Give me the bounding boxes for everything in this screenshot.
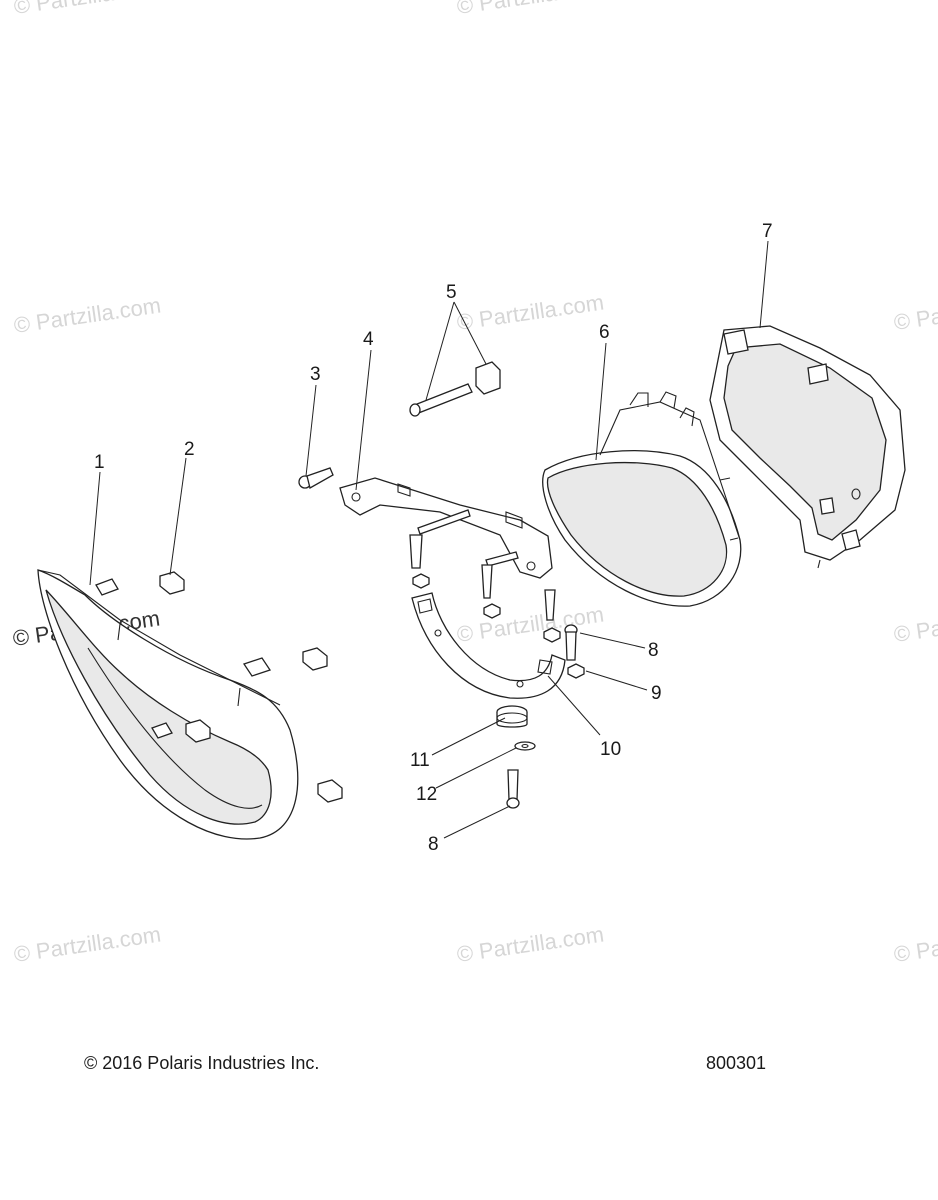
part-screw (298, 467, 334, 489)
callout-7: 7 (762, 221, 773, 242)
watermark: © Partzilla.com (455, 922, 605, 967)
part-headlight-bezel (37, 569, 299, 840)
watermark: © Partzilla.com (12, 0, 162, 19)
part-nut (567, 663, 585, 679)
callout-12: 12 (416, 784, 437, 805)
part-grommet (496, 705, 528, 728)
callout-3: 3 (310, 364, 321, 385)
watermark: © Partzilla.com (455, 0, 605, 19)
callout-9: 9 (651, 683, 662, 704)
part-headlamp-assembly (542, 391, 742, 607)
copyright-text: © 2016 Polaris Industries Inc. (84, 1053, 320, 1073)
diagram-number: 800301 (706, 1053, 767, 1073)
part-strap-bracket (411, 592, 566, 699)
callout-11: 11 (410, 750, 430, 771)
callout-labels: 1 2 3 4 5 6 7 8 9 10 11 12 8 (94, 221, 773, 855)
part-bolt-and-clip-nut (409, 361, 501, 417)
part-push-clips (159, 571, 343, 803)
part-bolt-upper (564, 624, 578, 661)
leader-lines (89, 240, 769, 839)
watermark: © Partzilla.com (455, 602, 605, 647)
callout-8-upper: 8 (648, 640, 659, 661)
callout-10: 10 (600, 739, 621, 760)
watermark: © Partzilla.com (892, 290, 938, 335)
watermark: © Partzilla.com (892, 922, 938, 967)
watermark: © Partzilla.com (12, 293, 162, 338)
callout-6: 6 (599, 322, 610, 343)
callout-5: 5 (446, 282, 457, 303)
part-washer (514, 741, 536, 751)
callout-4: 4 (363, 329, 374, 350)
callout-1: 1 (94, 452, 105, 473)
watermark: © Partzilla.com (455, 290, 605, 335)
watermark: © Partzilla.com (12, 922, 162, 967)
watermark: © Partzilla.com (892, 602, 938, 647)
callout-2: 2 (184, 439, 195, 460)
callout-8-lower: 8 (428, 834, 439, 855)
part-bolt-lower (506, 769, 520, 809)
part-mounting-bracket (339, 477, 561, 643)
part-rear-housing (709, 325, 906, 569)
